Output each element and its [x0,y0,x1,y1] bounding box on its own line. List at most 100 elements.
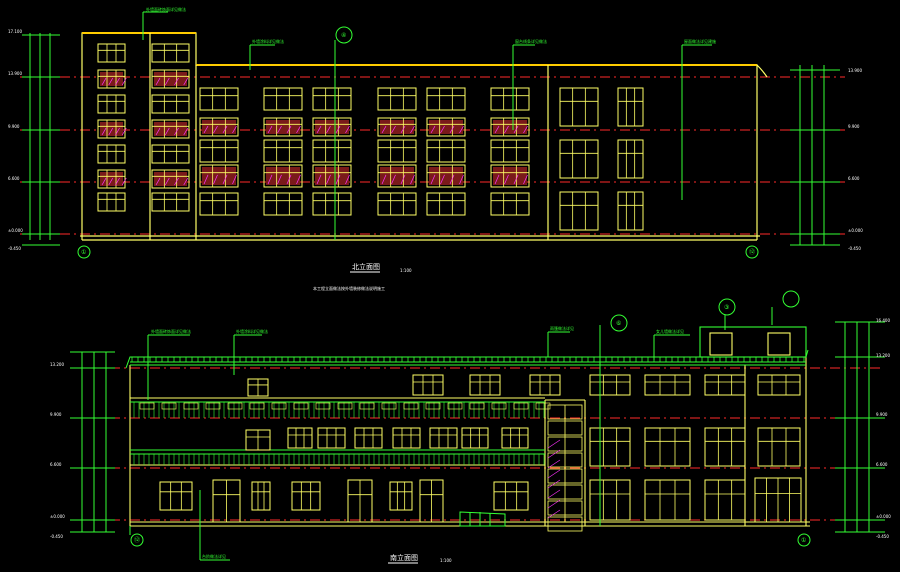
bottom-elevation-scale: 1:100 [440,558,452,563]
window [559,191,599,231]
top-window-grid [97,43,644,231]
window [159,481,193,511]
top-left-dimensions [22,33,60,246]
window [97,192,126,212]
window [589,427,631,467]
window [757,374,801,396]
level-label: ±0.000 [8,228,23,233]
level-label: -0.450 [8,246,21,251]
axis-left-label: ① [81,249,86,256]
window [644,427,691,467]
bottom-right-level-marks: 16.400 13.200 9.900 6.600 ±0.000 -0.450 [876,318,891,539]
top-elevation-title: 北立面图 [352,262,380,271]
top-elevation-note: 本工程立面做法按外墙装修做法说明施工 [313,285,385,291]
top-elevation: 17.100 13.900 9.900 6.600 ±0.000 -0.450 … [8,6,863,291]
callout-label: 外墙涂料详见做法 [252,38,284,44]
top-callout-text: 外墙面砖饰面详见做法 外墙涂料详见做法 窗台线条详见做法 屋面做法详见建施 ④ [146,6,716,44]
window [287,427,313,449]
level-label: 13.200 [876,353,890,358]
level-label: -0.450 [50,534,63,539]
level-label: 9.900 [50,412,62,417]
window [377,87,417,111]
top-building-outline [80,32,768,241]
callout-label: 外墙面砖饰面详见做法 [146,6,186,12]
top-floor-lines [20,76,845,235]
level-label: 9.900 [876,412,888,417]
window [644,374,691,396]
level-label: 9.900 [8,124,20,129]
window [97,69,127,89]
window [377,139,417,163]
window [490,164,530,188]
window [263,117,303,137]
window [704,374,746,396]
bottom-axis-bubbles [130,533,811,547]
window [97,94,126,114]
window [461,427,489,449]
callout-label: 外墙面砖饰面详见做法 [151,328,191,334]
axis-bubble-label: ④ [341,32,346,39]
level-label: 13.900 [8,71,22,76]
window [312,192,352,216]
window [151,94,190,114]
window [251,481,271,511]
window [199,192,239,216]
window [97,144,126,164]
window [644,479,691,521]
level-label: 13.900 [848,68,862,73]
window [426,192,466,216]
axis-right-label: ⑫ [749,248,755,256]
axis-right-label: ① [801,537,806,544]
top-axis-bubbles [77,245,759,259]
window [151,119,190,139]
window [559,87,599,127]
window [490,87,530,111]
window [199,164,239,188]
window [263,87,303,111]
window [754,477,802,523]
level-label: 6.600 [876,462,888,467]
callout-label: 雨篷做法详见 [550,325,574,331]
level-label: 6.600 [848,176,860,181]
window [247,378,269,397]
window [589,374,631,396]
window [426,87,466,111]
window [212,479,241,523]
window [263,192,303,216]
top-callouts [142,11,712,240]
top-right-dimensions [790,65,840,246]
level-label: 6.600 [8,176,20,181]
bottom-right-dimensions [835,321,885,533]
axis-bubble-label: ③ [724,304,729,311]
window [151,144,190,164]
level-label: -0.450 [848,246,861,251]
entrance-steps [459,511,506,527]
window [263,139,303,163]
window [617,191,644,231]
window [490,139,530,163]
axis-bubble-label: ⑥ [616,320,621,327]
bottom-callout-text: 外墙面砖饰面详见做法 外墙涂料详见做法 雨篷做法详见 女儿墙做法详见 台阶做法详… [151,304,729,559]
window [347,479,373,523]
window [263,164,303,188]
window [97,169,127,189]
window [245,429,271,451]
top-elevation-scale: 1:100 [400,268,412,273]
window [389,481,413,511]
level-label: 6.600 [50,462,62,467]
level-label: ±0.000 [876,514,891,519]
window [97,119,127,139]
window [291,481,321,511]
window [377,164,417,188]
window [312,139,352,163]
bottom-elevation: 13.200 9.900 6.600 ±0.000 -0.450 16.400 … [50,290,891,564]
bottom-window-grid [159,374,802,532]
window [199,87,239,111]
level-label: ±0.000 [50,514,65,519]
window [377,117,417,137]
top-right-level-marks: 13.900 9.900 6.600 ±0.000 -0.450 [848,68,863,251]
window [312,87,352,111]
window [199,117,239,137]
